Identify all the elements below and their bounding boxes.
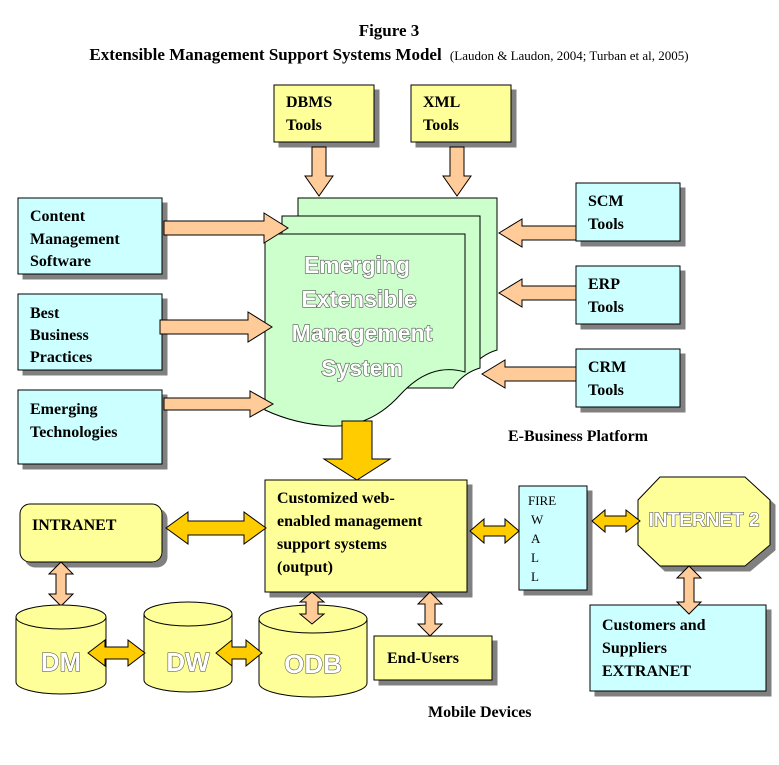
emerging-technologies-arrow — [163, 390, 275, 418]
xml-tools-line1: XML — [423, 94, 460, 111]
system-line1: Emerging — [304, 252, 410, 278]
erp-tools-line1: ERP — [588, 276, 620, 293]
firewall-line2: W — [531, 512, 544, 527]
dbms-tools-line1: DBMS — [286, 94, 332, 111]
extranet-line2: Suppliers — [602, 640, 667, 657]
internet-label: INTERNET 2 — [649, 510, 760, 531]
system-document-stack — [264, 197, 498, 427]
crm-arrow — [481, 359, 577, 389]
scm-arrow — [498, 218, 577, 248]
emerging-technologies-line2: Technologies — [30, 424, 117, 441]
dbms-tools-line2: Tools — [286, 117, 322, 134]
end-users-label: End-Users — [387, 650, 459, 667]
intranet-dm-arrow — [47, 561, 75, 607]
scm-tools-line2: Tools — [588, 216, 624, 233]
subtitle-main: Extensible Management Support Systems Mo… — [89, 45, 442, 64]
figure-subtitle: Extensible Management Support Systems Mo… — [89, 45, 688, 64]
output-down-arrow — [322, 420, 392, 481]
scm-tools-box — [575, 182, 681, 242]
emerging-technologies-line1: Emerging — [30, 401, 98, 418]
platform-label: E-Business Platform — [508, 428, 649, 445]
output-line1: Customized web- — [277, 490, 395, 507]
end-users-box — [373, 635, 493, 681]
firewall-internet-arrow — [591, 508, 641, 534]
erp-tools-line2: Tools — [588, 299, 624, 316]
firewall-line1: FIRE — [528, 493, 556, 508]
extranet-line1: Customers and — [602, 617, 706, 634]
erp-arrow — [498, 278, 577, 308]
firewall-line4: L — [531, 550, 539, 565]
best-practices-line3: Practices — [30, 349, 92, 366]
system-line2: Extensible — [301, 286, 416, 312]
output-line4: (output) — [277, 559, 333, 576]
xml-tools-line2: Tools — [423, 117, 459, 134]
content-management-line1: Content — [30, 208, 86, 225]
content-management-line2: Management — [30, 231, 120, 248]
db-dm-cylinder — [15, 604, 107, 695]
intranet-label: INTRANET — [32, 517, 117, 534]
db-odb-label: ODB — [284, 649, 342, 679]
intranet-output-arrow — [165, 511, 267, 545]
scm-tools-line1: SCM — [588, 193, 624, 210]
dm-dw-arrow — [87, 638, 146, 668]
crm-tools-line2: Tools — [588, 382, 624, 399]
extranet-line3: EXTRANET — [602, 663, 691, 680]
xml-down-arrow — [442, 146, 472, 197]
output-odb-arrow — [298, 591, 326, 625]
dbms-tools-box — [273, 84, 375, 143]
db-dw-label: DW — [166, 647, 210, 677]
internet-octagon — [637, 476, 771, 567]
subtitle-citation: (Laudon & Laudon, 2004; Turban et al, 20… — [450, 48, 689, 63]
internet-extranet-arrow — [675, 565, 703, 615]
xml-tools-box — [410, 84, 512, 143]
dw-odb-arrow — [215, 638, 263, 668]
firewall-box — [518, 485, 588, 591]
content-management-box — [17, 197, 163, 275]
best-practices-box — [17, 293, 163, 371]
emerging-technologies-box — [17, 389, 163, 465]
output-line3: support systems — [277, 536, 387, 553]
dbms-down-arrow — [304, 146, 334, 197]
intranet-box — [19, 503, 163, 563]
figure-title: Figure 3 — [359, 21, 420, 40]
db-dw-cylinder — [143, 601, 233, 693]
db-dm-label: DM — [41, 647, 81, 677]
output-firewall-arrow — [469, 517, 520, 545]
best-practices-line1: Best — [30, 305, 60, 322]
crm-tools-line1: CRM — [588, 359, 626, 376]
output-endusers-arrow — [416, 591, 444, 637]
mobile-devices-label: Mobile Devices — [428, 704, 532, 721]
firewall-line3: A — [531, 531, 541, 546]
output-box — [264, 479, 468, 593]
firewall-line5: L — [531, 569, 539, 584]
content-management-arrow — [163, 212, 289, 244]
output-line2: enabled management — [277, 513, 423, 530]
extranet-box — [589, 604, 767, 692]
system-line4: System — [321, 355, 403, 381]
best-practices-arrow — [159, 311, 273, 343]
system-line3: Management — [292, 320, 433, 346]
best-practices-line2: Business — [30, 327, 89, 344]
content-management-line3: Software — [30, 253, 91, 270]
erp-tools-box — [575, 265, 681, 325]
